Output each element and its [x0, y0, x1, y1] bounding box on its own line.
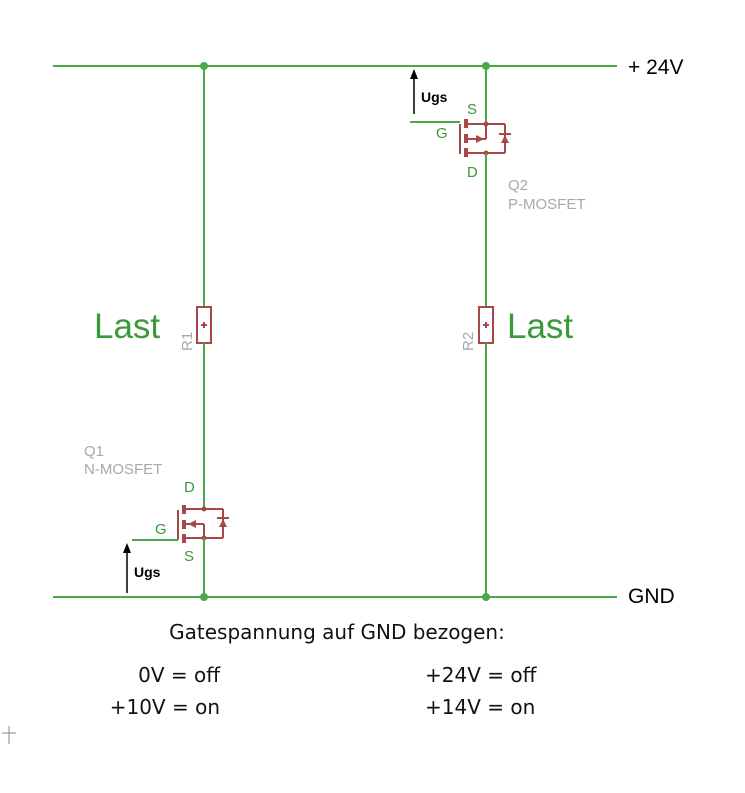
resistor-r1-ref: R1	[179, 332, 196, 351]
caption-p-off: +24V = off	[425, 663, 538, 687]
crosshair-icon	[2, 726, 16, 744]
q1-nmosfet-symbol	[177, 505, 229, 543]
q1-ref: Q1	[84, 443, 104, 460]
load-left-label: Last	[94, 307, 160, 346]
supply-label: + 24V	[628, 56, 683, 79]
load-right-label: Last	[507, 307, 573, 346]
q2-drain-pin: D	[467, 164, 478, 181]
resistor-r2-ref: R2	[460, 332, 477, 351]
q1-ugs-arrowhead	[123, 543, 131, 553]
q2-ugs-label: Ugs	[421, 89, 448, 105]
caption-p-on: +14V = on	[425, 695, 535, 719]
q2-pmosfet-symbol	[459, 119, 511, 157]
q2-type: P-MOSFET	[508, 196, 586, 213]
q2-ref: Q2	[508, 177, 528, 194]
q1-source-pin: S	[184, 548, 194, 565]
q2-ugs-arrowhead	[410, 69, 418, 79]
q2-gate-pin: G	[436, 125, 448, 142]
caption-n-on: +10V = on	[110, 695, 220, 719]
q2-source-pin: S	[467, 101, 477, 118]
caption-n-off: 0V = off	[138, 663, 221, 687]
q1-drain-pin: D	[184, 479, 195, 496]
q1-ugs-label: Ugs	[134, 564, 161, 580]
ground-label: GND	[628, 585, 675, 608]
q1-type: N-MOSFET	[84, 461, 162, 478]
caption-heading: Gatespannung auf GND bezogen:	[169, 620, 505, 644]
q1-gate-pin: G	[155, 521, 167, 538]
